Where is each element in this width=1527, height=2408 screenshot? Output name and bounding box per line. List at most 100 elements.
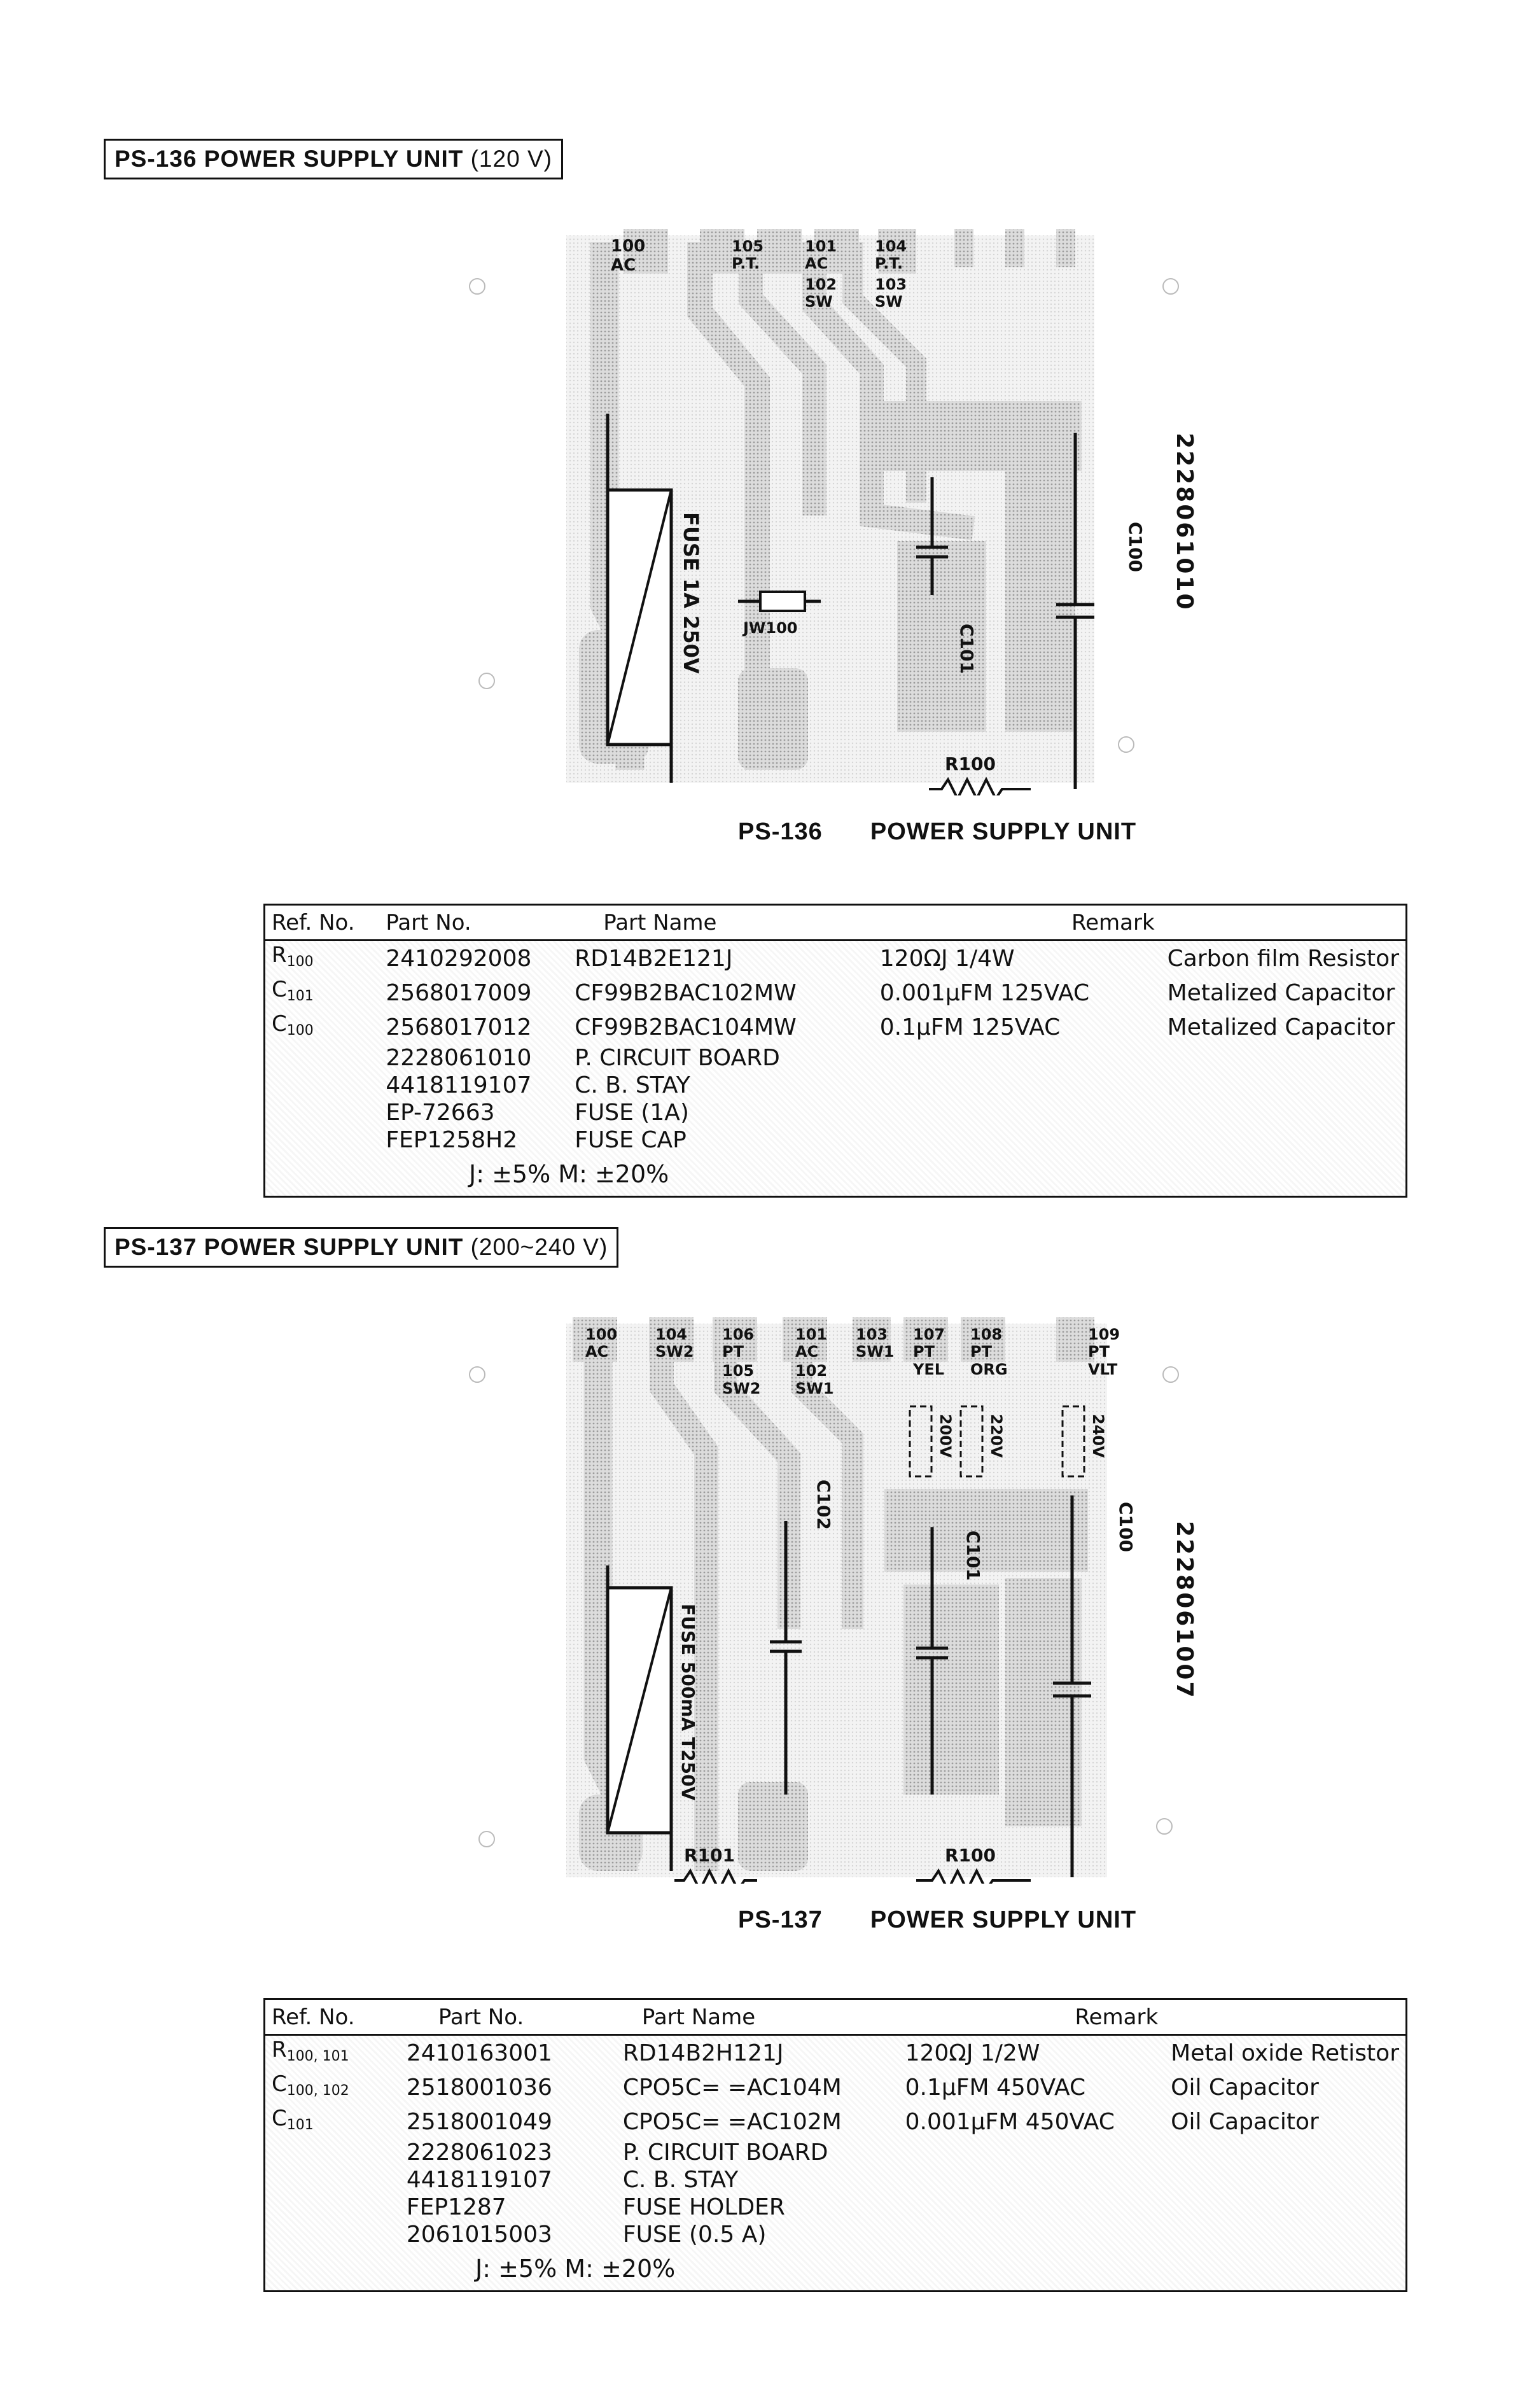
table-row: FEP1287 FUSE HOLDER xyxy=(265,2194,1405,2221)
ps137-terminal-105: 105 xyxy=(722,1362,754,1380)
ps136-section-title: PS-136 POWER SUPPLY UNIT (120 V) xyxy=(104,139,563,179)
ps137-terminal-106-pt: PT xyxy=(722,1343,744,1361)
part-name: RD14B2E121J xyxy=(575,945,733,972)
ps137-diagram-caption: PS-137 POWER SUPPLY UNIT xyxy=(738,1907,1136,1934)
mount-hole xyxy=(478,673,495,689)
ps136-terminal-101: 101 xyxy=(805,237,837,255)
part-name: CPO5C= =AC102M xyxy=(622,2108,842,2135)
ps137-jumper-200v: 200V xyxy=(937,1414,954,1458)
spec xyxy=(874,1126,1161,1154)
ps137-terminal-108: 108 xyxy=(970,1326,1002,1343)
ps136-diagram-caption: PS-136 POWER SUPPLY UNIT xyxy=(738,818,1136,846)
ps137-board-number: 2228061007 xyxy=(1171,1521,1197,1700)
spec xyxy=(899,2221,1165,2248)
ps136-board-number: 2228061010 xyxy=(1171,433,1197,612)
part-name: FUSE CAP xyxy=(575,1127,687,1153)
part-no: 4418119107 xyxy=(386,1072,532,1098)
ps137-fuse xyxy=(606,1565,673,1871)
voltage-selector-jumpers xyxy=(909,1405,1085,1478)
part-name: C. B. STAY xyxy=(575,1072,690,1098)
tolerance-text: J: ±5% M: ±20% xyxy=(475,2255,676,2283)
ref-letter: R xyxy=(272,942,287,968)
copper-pad xyxy=(1005,465,1075,732)
spec: 120ΩJ 1/2W xyxy=(905,2040,1040,2066)
ps137-terminal-101-ac: AC xyxy=(795,1343,818,1361)
part-name: CF99B2BAC102MW xyxy=(575,979,797,1006)
ps137-capacitor-c102 xyxy=(770,1521,802,1795)
spec: 0.1μFM 450VAC xyxy=(905,2074,1086,2101)
spec: 120ΩJ 1/4W xyxy=(879,945,1015,972)
ps136-terminal-101-ac: AC xyxy=(805,255,828,272)
ref-number: 100 xyxy=(286,1023,314,1039)
description: Metalized Capacitor xyxy=(1167,979,1395,1006)
mount-hole xyxy=(469,1366,485,1383)
ps137-r100-label: R100 xyxy=(945,1845,996,1866)
copper-trace xyxy=(739,242,826,515)
part-name: FUSE (0.5 A) xyxy=(622,2222,767,2248)
ps137-caption-name: POWER SUPPLY UNIT xyxy=(870,1907,1137,1933)
ps137-terminal-104-sw2: SW2 xyxy=(655,1343,694,1361)
col-remark-desc xyxy=(1161,906,1405,941)
copper-trace xyxy=(687,242,770,770)
col-part-no: Part No. xyxy=(400,2000,617,2036)
part-name: CF99B2BAC104MW xyxy=(575,1014,797,1040)
mount-hole xyxy=(478,1831,495,1847)
copper-pad xyxy=(1005,1578,1082,1826)
ps137-terminal-109-vlt: VLT xyxy=(1088,1361,1118,1378)
copper-pad xyxy=(884,1489,1088,1572)
terminal-strip xyxy=(624,229,1075,274)
table-row: FEP1258H2 FUSE CAP xyxy=(265,1126,1405,1154)
ps136-terminal-102: 102 xyxy=(805,276,837,293)
part-no: FEP1287 xyxy=(406,2194,506,2220)
ps136-terminal-100-ac: AC xyxy=(611,256,636,275)
table-row: C100 2568017012 CF99B2BAC104MW 0.1μFM 12… xyxy=(265,1010,1405,1044)
ps136-terminal-103: 103 xyxy=(875,276,907,293)
table-row: C101 2518001049 CPO5C= =AC102M 0.001μFM … xyxy=(265,2104,1405,2139)
table-row: 4418119107 C. B. STAY xyxy=(265,1072,1405,1099)
ps136-title-text: PS-136 POWER SUPPLY UNIT xyxy=(115,146,464,172)
ps137-terminal-101: 101 xyxy=(795,1326,827,1343)
terminal-strip xyxy=(573,1317,1094,1362)
ps137-jumper-240v: 240V xyxy=(1089,1414,1107,1458)
ps137-caption-model: PS-137 xyxy=(738,1907,823,1933)
part-no: 2410163001 xyxy=(406,2040,552,2066)
ps136-r100-label: R100 xyxy=(945,753,996,774)
mount-hole xyxy=(469,278,485,295)
description xyxy=(1164,2166,1405,2194)
ps137-terminal-109: 109 xyxy=(1088,1326,1120,1343)
ps136-c101-label: C101 xyxy=(956,624,977,674)
table-header-row: Ref. No. Part No. Part Name Remark xyxy=(265,2000,1405,2036)
col-part-name: Part Name xyxy=(616,2000,899,2036)
copper-pad xyxy=(738,1782,808,1871)
part-name: FUSE (1A) xyxy=(575,1100,689,1126)
description xyxy=(1164,2194,1405,2221)
ps137-c102-label: C102 xyxy=(813,1480,834,1530)
ps136-fuse-label: FUSE 1A 250V xyxy=(679,512,703,674)
part-name: CPO5C= =AC104M xyxy=(622,2074,842,2101)
copper-pad xyxy=(738,668,808,770)
part-no: 2228061010 xyxy=(386,1045,532,1071)
spec xyxy=(874,1099,1161,1126)
table-row: R100 2410292008 RD14B2E121J 120ΩJ 1/4W C… xyxy=(265,941,1405,976)
ps137-terminal-105-sw2: SW2 xyxy=(722,1380,760,1397)
ps137-pcb-svg: 100 AC 104 SW2 106 PT 105 SW2 101 AC 102… xyxy=(469,1317,1197,1884)
ps136-capacitor-c100 xyxy=(1056,433,1094,789)
ps136-terminal-105-pt: P.T. xyxy=(732,255,760,272)
ps137-title-text: PS-137 POWER SUPPLY UNIT xyxy=(115,1234,464,1260)
copper-trace xyxy=(802,242,975,540)
ps137-terminal-103-sw1: SW1 xyxy=(856,1343,894,1361)
mount-hole xyxy=(1118,736,1134,753)
ps137-terminal-107-pt: PT xyxy=(913,1343,935,1361)
table-row: C100, 102 2518001036 CPO5C= =AC104M 0.1μ… xyxy=(265,2070,1405,2104)
ps137-capacitor-c100 xyxy=(1053,1495,1091,1877)
part-no: 2568017009 xyxy=(386,979,532,1006)
table-row: C101 2568017009 CF99B2BAC102MW 0.001μFM … xyxy=(265,976,1405,1010)
ps137-c100-label: C100 xyxy=(1115,1502,1136,1552)
ps137-terminal-107: 107 xyxy=(913,1326,945,1343)
ps136-voltage: (120 V) xyxy=(470,146,552,172)
part-name: P. CIRCUIT BOARD xyxy=(575,1045,780,1071)
description xyxy=(1161,1044,1405,1072)
copper-pad xyxy=(865,401,1082,471)
mount-hole xyxy=(1162,1366,1179,1383)
ps137-terminal-103: 103 xyxy=(856,1326,888,1343)
